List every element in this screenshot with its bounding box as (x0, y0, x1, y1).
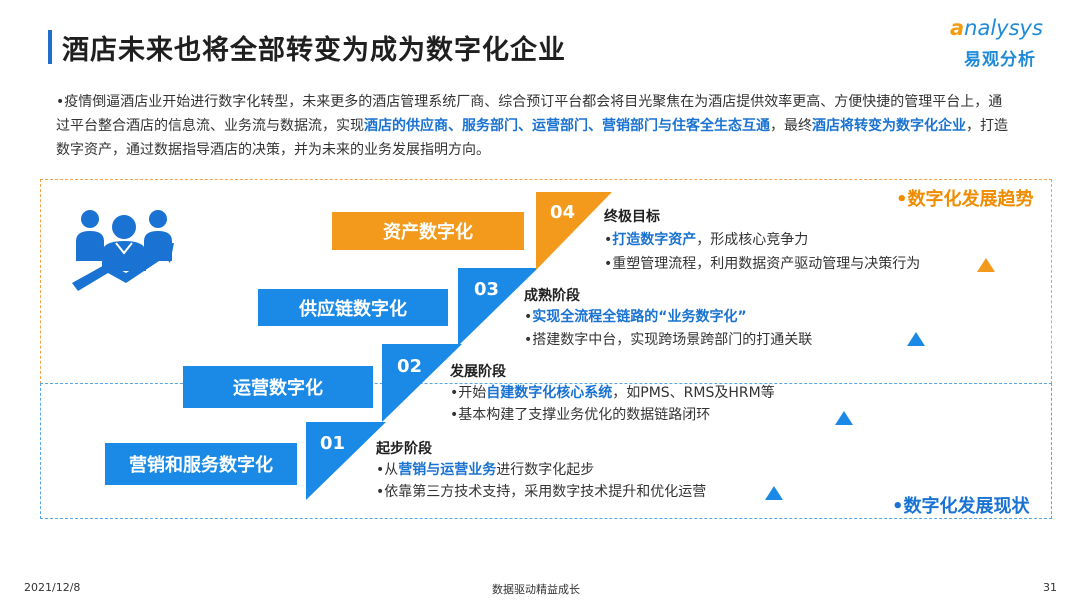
stage-bullet-03-b: •搭建数字中台，实现跨场景跨部门的打通关联 (524, 332, 813, 348)
analysys-logo: analysys 易观分析 (944, 16, 1054, 70)
stage-title-01: 起步阶段 (376, 441, 432, 457)
footer-page-number: 31 (1043, 581, 1057, 594)
stage-box-marketing-service: 营销和服务数字化 (105, 443, 297, 485)
orange-triangle-marker (977, 258, 995, 272)
step-triangle-04 (536, 192, 612, 270)
staircase-triangles (306, 192, 612, 500)
logo-chinese: 易观分析 (964, 50, 1036, 70)
stage-bullet-04-b: •重塑管理流程，利用数据资产驱动管理与决策行为 (604, 256, 921, 272)
stage-bullet-01-a: •从营销与运营业务进行数字化起步 (376, 462, 595, 478)
stage-title-02: 发展阶段 (450, 364, 506, 380)
footer-date: 2021/12/8 (24, 581, 81, 594)
stage-bullet-02-b: •基本构建了支撑业务优化的数据链路闭环 (450, 407, 711, 423)
page-title: 酒店未来也将全部转变为成为数字化企业 (62, 35, 566, 66)
footer-slogan: 数据驱动精益成长 (492, 583, 580, 596)
step-number-01: 01 (320, 433, 346, 454)
blue-triangle-marker-01 (765, 486, 783, 500)
stage-title-04: 终极目标 (604, 209, 660, 225)
step-number-04: 04 (550, 202, 576, 223)
status-label: •数字化发展现状 (892, 496, 1030, 517)
stage-title-03: 成熟阶段 (524, 288, 580, 304)
team-growth-icon (72, 210, 174, 291)
step-number-02: 02 (397, 356, 423, 377)
blue-triangle-marker-03 (907, 332, 925, 346)
blue-triangle-marker-02 (835, 411, 853, 425)
stage-bullet-03-a: •实现全流程全链路的“业务数字化” (524, 309, 747, 325)
logo-wordmark: analysys (950, 16, 1043, 40)
trend-label: •数字化发展趋势 (896, 189, 1034, 210)
intro-paragraph: •疫情倒逼酒店业开始进行数字化转型，未来更多的酒店管理系统厂商、综合预订平台都会… (56, 94, 1008, 158)
stage-box-operations: 运营数字化 (183, 366, 373, 408)
step-triangle-02 (382, 344, 462, 422)
step-number-03: 03 (474, 279, 500, 300)
stage-box-supply-chain: 供应链数字化 (258, 289, 448, 326)
stage-box-assets: 资产数字化 (332, 212, 524, 250)
stage-bullet-04-a: •打造数字资产，形成核心竞争力 (604, 232, 809, 248)
status-region (40, 383, 1052, 519)
step-triangle-03 (458, 268, 538, 346)
title-accent-bar (48, 30, 52, 64)
stage-bullet-01-b: •依靠第三方技术支持，采用数字技术提升和优化运营 (376, 484, 707, 500)
stage-bullet-02-a: •开始自建数字化核心系统，如PMS、RMS及HRM等 (450, 385, 775, 401)
trend-region (40, 179, 1052, 384)
step-triangle-01 (306, 422, 386, 500)
